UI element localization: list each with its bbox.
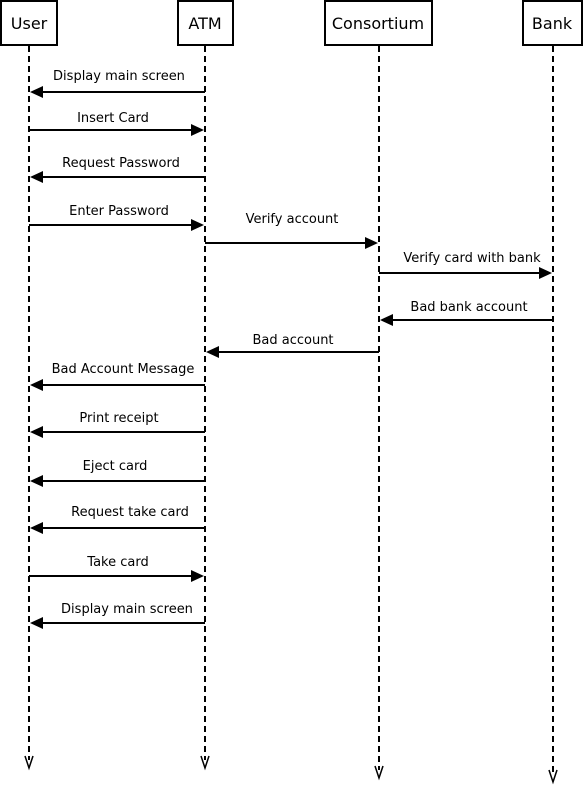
message-9: Bad Account Message (30, 362, 205, 391)
message-label: Bad bank account (410, 300, 527, 315)
message-12: Request take card (30, 505, 205, 534)
arrowhead (30, 475, 43, 487)
actor-bank-box (522, 0, 583, 46)
arrowhead (191, 219, 204, 231)
message-label: Insert Card (77, 111, 149, 126)
actor-bank: Bank (522, 0, 583, 46)
message-1: Display main screen (30, 69, 205, 98)
lifelines (24, 46, 558, 785)
arrowhead (30, 522, 43, 534)
message-label: Print receipt (79, 411, 158, 426)
message-label: Bad account (252, 333, 333, 348)
arrowhead (30, 617, 43, 629)
message-label: Eject card (83, 459, 148, 474)
message-14: Display main screen (30, 602, 205, 629)
message-label: Display main screen (61, 602, 193, 617)
actor-user-label: User (11, 14, 48, 33)
lifeline-end-user (24, 755, 34, 771)
message-label: Request take card (71, 505, 189, 520)
arrowhead (30, 379, 43, 391)
message-label: Verify card with bank (403, 251, 541, 266)
arrowhead (30, 171, 43, 183)
actor-bank-label: Bank (532, 14, 573, 33)
lifeline-end-atm (200, 755, 210, 771)
message-7: Bad bank account (380, 300, 553, 326)
actor-atm: ATM (177, 0, 234, 46)
actor-consortium-label: Consortium (332, 14, 424, 33)
message-8: Bad account (206, 333, 379, 358)
lifeline-end-bank (548, 769, 558, 785)
message-6: Verify card with bank (379, 251, 552, 279)
message-label: Bad Account Message (52, 362, 195, 377)
message-label: Enter Password (69, 204, 169, 219)
message-2: Insert Card (29, 111, 204, 136)
message-label: Request Password (62, 156, 180, 171)
actor-consortium: Consortium (324, 0, 433, 46)
arrowhead (365, 237, 378, 249)
arrowhead (30, 86, 43, 98)
arrowhead (380, 314, 393, 326)
message-label: Verify account (246, 212, 339, 227)
message-3: Request Password (30, 156, 205, 183)
actor-user: User (0, 0, 58, 46)
message-13: Take card (29, 555, 204, 582)
actor-atm-box (177, 0, 234, 46)
actor-atm-label: ATM (188, 14, 221, 33)
arrowhead (30, 426, 43, 438)
message-4: Enter Password (29, 204, 204, 231)
message-5: Verify account (205, 212, 378, 249)
arrowhead (191, 570, 204, 582)
message-label: Take card (86, 555, 148, 570)
arrowhead (191, 124, 204, 136)
actor-user-box (0, 0, 58, 46)
arrowhead (539, 267, 552, 279)
lifeline-end-consortium (374, 765, 384, 781)
arrowhead (206, 346, 219, 358)
message-11: Eject card (30, 459, 205, 487)
actor-consortium-box (324, 0, 433, 46)
message-10: Print receipt (30, 411, 205, 438)
message-label: Display main screen (53, 69, 185, 84)
